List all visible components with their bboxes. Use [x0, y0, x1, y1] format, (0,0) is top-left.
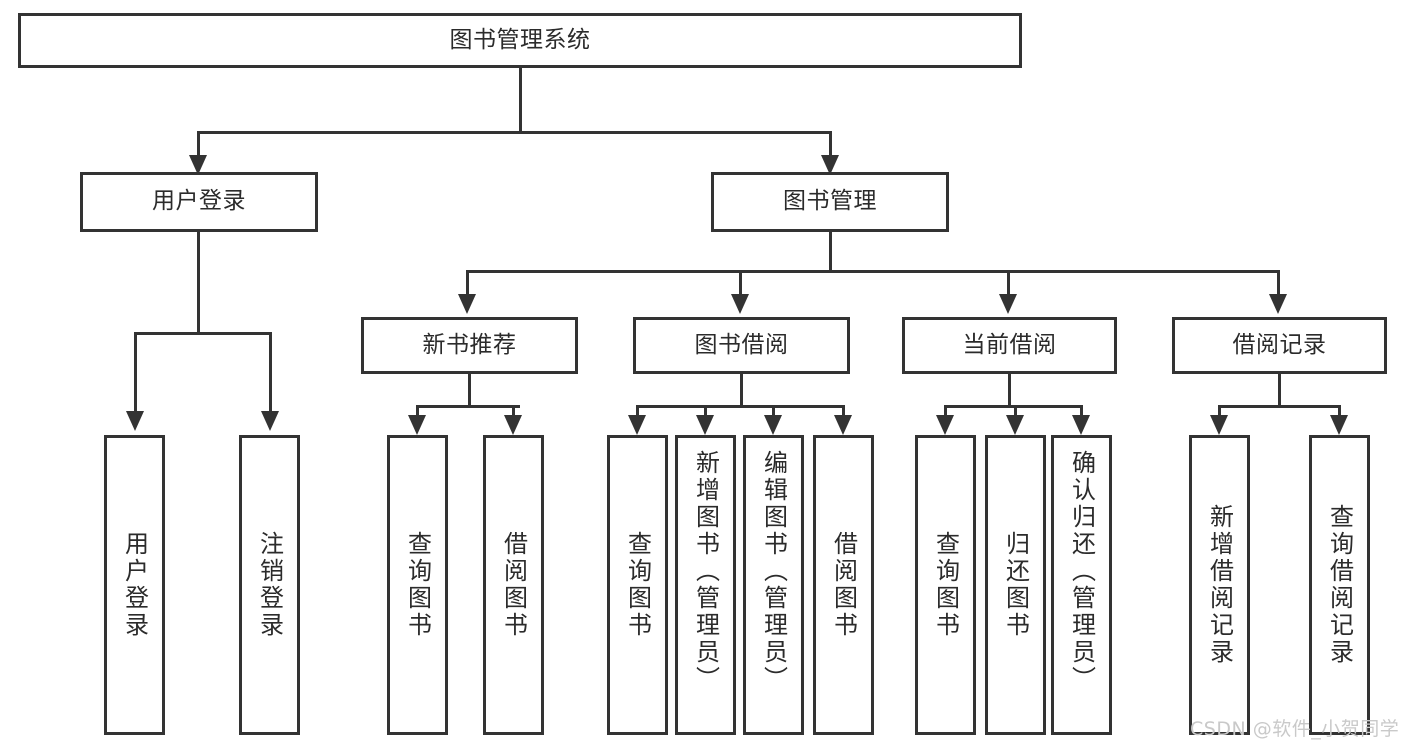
- leaf-records-add[interactable]: 新增借阅记录: [1189, 435, 1250, 735]
- connector-newbook-stem: [468, 374, 471, 405]
- connector-root-drop-right: [829, 131, 832, 159]
- node-label: 图书管理系统: [449, 26, 591, 53]
- node-user-login[interactable]: 用户登录: [80, 172, 318, 232]
- connector-root-bus: [197, 131, 832, 134]
- leaf-borrow-edit-book[interactable]: 编辑图书（管理员）: [743, 435, 804, 735]
- connector-records-stem: [1278, 374, 1281, 405]
- node-root-system[interactable]: 图书管理系统: [18, 13, 1022, 68]
- arrowhead-current-borrow: [999, 294, 1017, 314]
- arrowhead-records-add: [1210, 415, 1228, 435]
- arrowhead-current-return: [1006, 415, 1024, 435]
- arrowhead-borrow-edit: [764, 415, 782, 435]
- arrowhead-newbook-query: [408, 415, 426, 435]
- connector-borrow-drop-1: [636, 405, 639, 420]
- connector-borrow-drop-2: [704, 405, 707, 420]
- connector-records-drop-2: [1338, 405, 1341, 420]
- arrowhead-borrow-lend: [834, 415, 852, 435]
- leaf-borrow-add-book[interactable]: 新增图书（管理员）: [675, 435, 736, 735]
- node-label: 查询图书: [623, 531, 652, 639]
- connector-root-stem: [519, 68, 522, 131]
- connector-userlogin-stem: [197, 232, 200, 332]
- connector-current-bus: [944, 405, 1082, 408]
- connector-newbook-drop-1: [416, 405, 419, 420]
- leaf-records-query[interactable]: 查询借阅记录: [1309, 435, 1370, 735]
- node-label: 归还图书: [1001, 531, 1030, 639]
- connector-root-drop-left: [197, 131, 200, 159]
- node-current-borrow[interactable]: 当前借阅: [902, 317, 1117, 374]
- connector-current-drop-1: [944, 405, 947, 420]
- connector-current-drop-3: [1080, 405, 1083, 420]
- node-label: 确认归还（管理员）: [1067, 450, 1096, 693]
- node-label: 新书推荐: [422, 331, 517, 358]
- leaf-borrow-lend-book[interactable]: 借阅图书: [813, 435, 874, 735]
- arrowhead-records-query: [1330, 415, 1348, 435]
- connector-borrow-bus: [636, 405, 844, 408]
- node-label: 图书借阅: [694, 331, 789, 358]
- connector-userlogin-bus: [134, 332, 272, 335]
- node-new-book-recommend[interactable]: 新书推荐: [361, 317, 578, 374]
- arrowhead-borrow-query: [628, 415, 646, 435]
- connector-bookmgmt-drop-1: [466, 270, 469, 297]
- node-label: 查询借阅记录: [1325, 504, 1354, 666]
- leaf-user-login[interactable]: 用户登录: [104, 435, 165, 735]
- leaf-current-return-book[interactable]: 归还图书: [985, 435, 1046, 735]
- connector-records-drop-1: [1218, 405, 1221, 420]
- connector-userlogin-drop-2: [269, 332, 272, 415]
- leaf-newbook-query-book[interactable]: 查询图书: [387, 435, 448, 735]
- arrowhead-leaf-logout: [261, 411, 279, 431]
- node-label: 借阅图书: [829, 531, 858, 639]
- connector-bookmgmt-drop-3: [1007, 270, 1010, 297]
- csdn-watermark: CSDN @软件_小贺同学: [1190, 718, 1400, 740]
- connector-borrow-stem: [740, 374, 743, 405]
- node-book-borrow[interactable]: 图书借阅: [633, 317, 850, 374]
- arrowhead-book-borrow: [731, 294, 749, 314]
- leaf-current-query-book[interactable]: 查询图书: [915, 435, 976, 735]
- node-label: 借阅图书: [499, 531, 528, 639]
- connector-userlogin-drop-1: [134, 332, 137, 415]
- connector-newbook-drop-2: [512, 405, 515, 420]
- node-label: 编辑图书（管理员）: [759, 450, 788, 693]
- arrowhead-user-login: [189, 155, 207, 175]
- node-label: 注销登录: [255, 531, 284, 639]
- node-label: 新增借阅记录: [1205, 504, 1234, 666]
- node-label: 查询图书: [931, 531, 960, 639]
- node-label: 当前借阅: [962, 331, 1057, 358]
- node-borrow-records[interactable]: 借阅记录: [1172, 317, 1387, 374]
- arrowhead-borrow-add: [696, 415, 714, 435]
- connector-bookmgmt-bus: [466, 270, 1280, 273]
- connector-records-bus: [1218, 405, 1340, 408]
- node-label: 借阅记录: [1232, 331, 1327, 358]
- connector-current-drop-2: [1014, 405, 1017, 420]
- node-label: 图书管理: [783, 188, 877, 215]
- arrowhead-leaf-user-login: [126, 411, 144, 431]
- node-label: 新增图书（管理员）: [691, 450, 720, 693]
- arrowhead-current-confirm: [1072, 415, 1090, 435]
- connector-current-stem: [1008, 374, 1011, 405]
- arrowhead-current-query: [936, 415, 954, 435]
- arrowhead-book-manage: [821, 155, 839, 175]
- leaf-current-confirm-return[interactable]: 确认归还（管理员）: [1051, 435, 1112, 735]
- node-label: 用户登录: [152, 188, 246, 215]
- connector-newbook-bus: [416, 405, 520, 408]
- node-label: 用户登录: [120, 531, 149, 639]
- leaf-newbook-borrow-book[interactable]: 借阅图书: [483, 435, 544, 735]
- connector-borrow-drop-3: [772, 405, 775, 420]
- connector-bookmgmt-drop-4: [1277, 270, 1280, 297]
- leaf-logout[interactable]: 注销登录: [239, 435, 300, 735]
- leaf-borrow-query-book[interactable]: 查询图书: [607, 435, 668, 735]
- connector-borrow-drop-4: [842, 405, 845, 420]
- arrowhead-new-book: [458, 294, 476, 314]
- node-label: 查询图书: [403, 531, 432, 639]
- connector-bookmgmt-stem: [829, 232, 832, 270]
- node-book-management[interactable]: 图书管理: [711, 172, 949, 232]
- arrowhead-borrow-records: [1269, 294, 1287, 314]
- arrowhead-newbook-borrow: [504, 415, 522, 435]
- connector-bookmgmt-drop-2: [739, 270, 742, 297]
